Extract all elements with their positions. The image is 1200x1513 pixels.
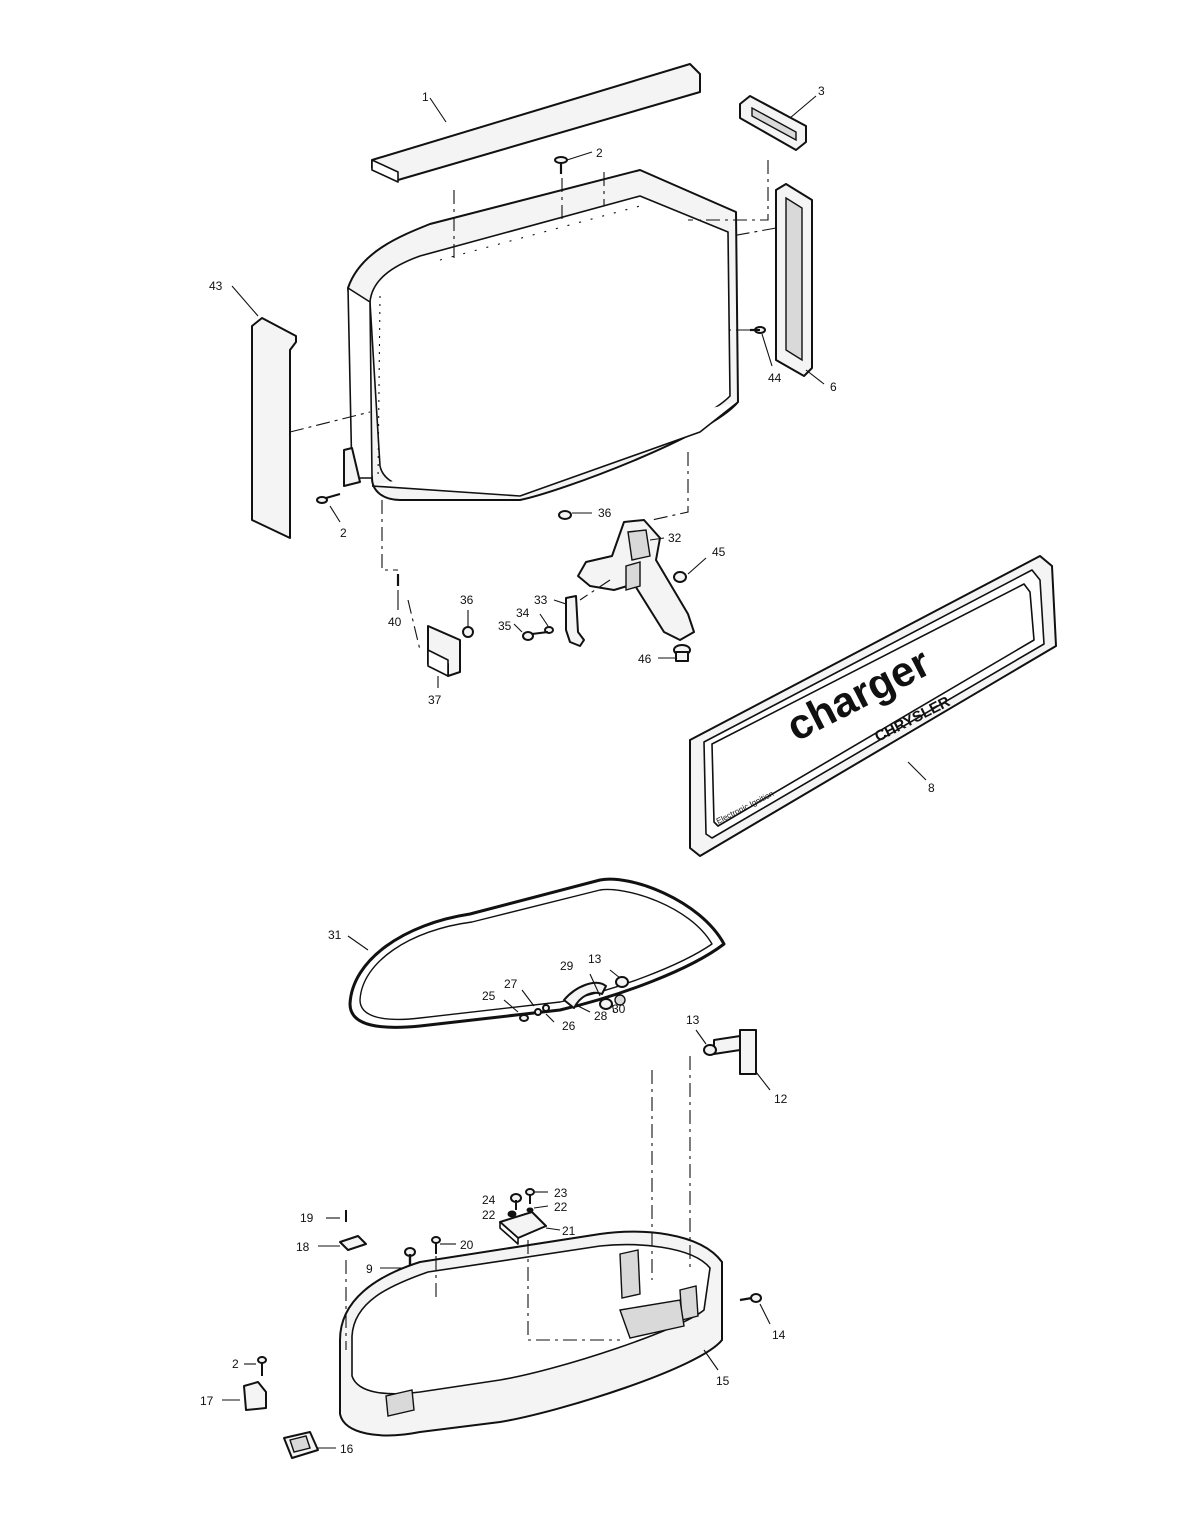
callout-27: 27 [504,977,518,991]
callout-36b: 36 [460,593,474,607]
callout-26: 26 [562,1019,576,1033]
callout-44: 44 [768,371,782,385]
callout-32: 32 [668,531,682,545]
callout-35: 35 [498,619,512,633]
callout-43: 43 [209,279,223,293]
callout-2c: 2 [232,1357,239,1371]
callout-16: 16 [340,1442,354,1456]
callout-31: 31 [328,928,342,942]
hook-group [503,969,629,1023]
callout-21: 21 [562,1224,576,1238]
callout-40: 40 [388,615,402,629]
screw-44 [750,326,773,367]
callout-8: 8 [928,781,935,795]
callout-20: 20 [460,1238,474,1252]
assembly-lines [289,160,777,1350]
seal-gasket [347,877,726,1029]
fastener-group-left [318,1210,456,1278]
callout-28: 28 [594,1009,608,1023]
callout-36: 36 [598,506,612,520]
callout-15: 15 [716,1374,730,1388]
callout-24: 24 [482,1193,496,1207]
screw-top [554,151,593,174]
callout-2: 2 [596,146,603,160]
latch-assembly [577,519,695,641]
callout-25: 25 [482,989,496,1003]
callout-46: 46 [638,652,652,666]
callout-3: 3 [818,84,825,98]
left-side-panel [231,285,297,539]
screw-left [316,492,341,523]
callout-18: 18 [296,1240,310,1254]
callout-37: 37 [428,693,442,707]
callout-22: 22 [482,1208,496,1222]
callout-9: 9 [366,1262,373,1276]
bracket-21-group [499,1188,561,1245]
callout-23: 23 [554,1186,568,1200]
callout-labels: 1 2 3 43 44 6 2 36 32 45 40 36 34 33 35 … [200,84,935,1456]
engine-hood [343,169,739,501]
hook-assembly [513,595,585,647]
nut-36-upper [558,510,592,520]
callout-30: 30 [612,1002,626,1016]
callout-1: 1 [422,90,429,104]
callout-22b: 22 [554,1200,568,1214]
callout-29: 29 [560,959,574,973]
callout-45: 45 [712,545,726,559]
washer-45 [673,557,707,583]
callout-6: 6 [830,380,837,394]
callout-13b: 13 [588,952,602,966]
lower-left-parts [222,1356,336,1459]
upper-bracket [739,95,817,151]
right-side-rail [775,183,825,385]
top-trim-strip [371,63,701,183]
grommet-46 [658,644,691,662]
callout-13: 13 [686,1013,700,1027]
callout-14: 14 [772,1328,786,1342]
callout-17: 17 [200,1394,214,1408]
screw-14 [739,1293,771,1325]
callout-34: 34 [516,606,530,620]
lever-12 [695,1029,771,1091]
callout-33: 33 [534,593,548,607]
callout-2b: 2 [340,526,347,540]
callout-12: 12 [774,1092,788,1106]
nut-36-lower [462,610,474,638]
decal-plate: charger CHRYSLER Electronic Ignition [689,555,1057,857]
bracket-37 [427,625,461,688]
lower-pan [339,1230,723,1437]
callout-19: 19 [300,1211,314,1225]
